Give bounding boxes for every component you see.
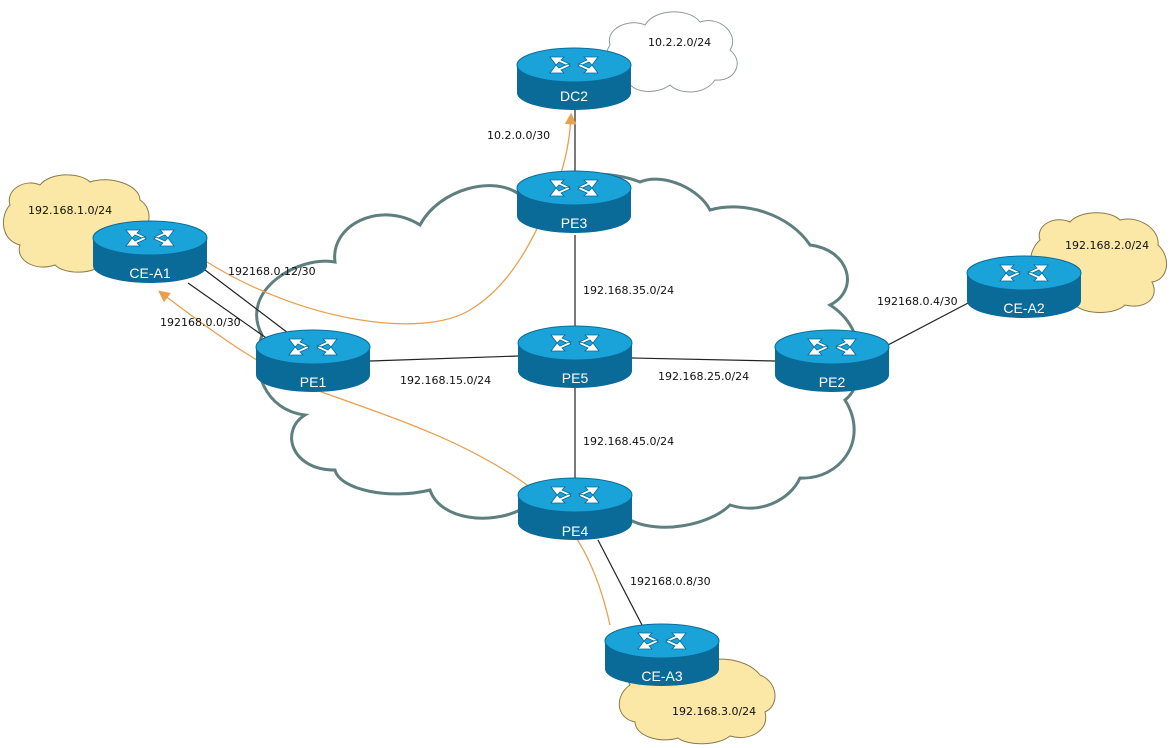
router-dc2[interactable]: DC2 — [516, 47, 632, 110]
router-pe2[interactable]: PE2 — [774, 329, 890, 392]
link-pe2-cea2 — [887, 301, 971, 346]
link-pe4-cea3 — [597, 539, 643, 626]
link-cea1-pe1-upper — [204, 269, 293, 337]
site2-lan-label: 192.168.2.0/24 — [1065, 239, 1149, 252]
link-cea1-pe1-lower — [187, 282, 273, 343]
link-label-dc2-pe3: 10.2.0.0/30 — [487, 129, 550, 142]
dc2-lan-label: 10.2.2.0/24 — [648, 36, 711, 49]
router-cea3[interactable]: CE-A3 — [604, 623, 720, 686]
router-label: PE4 — [562, 523, 589, 539]
router-label: PE2 — [819, 374, 846, 390]
router-pe5[interactable]: PE5 — [517, 325, 633, 388]
router-pe4[interactable]: PE4 — [517, 477, 633, 540]
link-label-pe4-cea3: 192168.0.8/30 — [630, 575, 711, 588]
link-label-pe2-cea2: 192168.0.4/30 — [877, 295, 958, 308]
path-cea3-to-cea1 — [158, 290, 611, 626]
path-cea1-to-dc2 — [206, 112, 577, 325]
router-label: PE1 — [300, 374, 327, 390]
router-label: CE-A3 — [641, 668, 682, 684]
link-pe1-pe5 — [369, 355, 519, 362]
router-label: CE-A2 — [1003, 300, 1044, 316]
link-label-pe1-pe5: 192.168.15.0/24 — [400, 374, 491, 387]
router-label: DC2 — [560, 88, 588, 104]
link-label-pe3-pe5: 192.168.35.0/24 — [583, 284, 674, 297]
link-label-cea1-pe1-lower: 192168.0.0/30 — [160, 316, 241, 329]
router-pe3[interactable]: PE3 — [516, 170, 632, 233]
router-cea1[interactable]: CE-A1 — [92, 220, 208, 283]
site3-lan-label: 192.168.3.0/24 — [672, 705, 756, 718]
router-pe1[interactable]: PE1 — [255, 329, 371, 392]
router-label: PE5 — [562, 370, 589, 386]
link-pe5-pe2 — [631, 357, 776, 362]
site1-lan-label: 192.168.1.0/24 — [28, 204, 112, 217]
router-cea2[interactable]: CE-A2 — [966, 255, 1082, 318]
link-label-pe5-pe2: 192.168.25.0/24 — [658, 370, 749, 383]
link-label-cea1-pe1-upper: 192168.0.12/30 — [228, 265, 316, 278]
router-label: CE-A1 — [129, 265, 170, 281]
router-label: PE3 — [561, 215, 588, 231]
link-label-pe5-pe4: 192.168.45.0/24 — [583, 435, 674, 448]
